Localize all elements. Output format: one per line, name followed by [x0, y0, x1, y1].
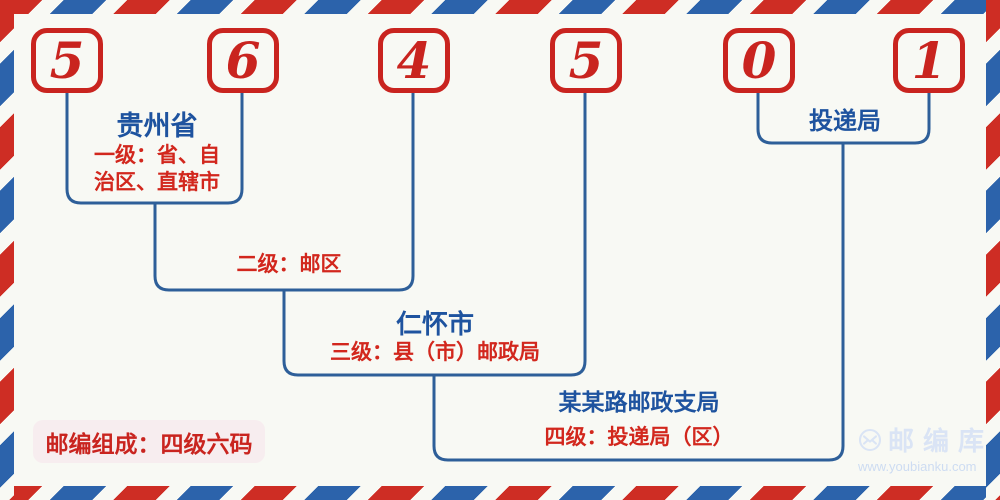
level1-description-line1: 一级：省、自: [94, 144, 220, 167]
bracket-level4: [432, 143, 845, 462]
digit-box-3: 4: [378, 28, 450, 93]
envelope-circle-icon: [858, 428, 882, 451]
digit-2: 6: [225, 30, 261, 90]
level1-description-line2: 治区、直辖市: [94, 171, 220, 194]
airmail-border-left: [0, 0, 14, 500]
site-logo-text: 邮编库: [887, 427, 993, 457]
digit-5: 0: [741, 30, 777, 90]
level4-branch-name: 某某路邮政支局: [558, 389, 720, 416]
level2-description: 二级：邮区: [236, 253, 342, 276]
site-logo[interactable]: 邮编库 www.youbianku.com: [858, 421, 993, 474]
digit-box-1: 5: [31, 28, 103, 93]
digit-6: 1: [911, 30, 947, 90]
digit-1: 5: [49, 30, 85, 90]
level3-city-name: 仁怀市: [395, 310, 474, 340]
airmail-border-right: [986, 0, 1000, 500]
level3-description: 三级：县（市）邮政局: [330, 341, 540, 364]
site-url[interactable]: www.youbianku.com: [858, 459, 977, 474]
bracket-delivery: [756, 93, 931, 145]
composition-badge-text: 邮编组成：四级六码: [45, 430, 253, 458]
level1-region-name: 贵州省: [116, 111, 198, 142]
digit-4: 5: [568, 30, 604, 90]
level4-label: 某某路邮政支局 四级：投递局（区）: [545, 390, 734, 451]
digit-box-2: 6: [207, 28, 279, 93]
digit-box-6: 1: [893, 28, 965, 93]
level3-label: 仁怀市 三级：县（市）邮政局: [330, 310, 540, 366]
airmail-border-bottom: [0, 486, 1000, 500]
digit-box-5: 0: [723, 28, 795, 93]
composition-badge: 邮编组成：四级六码: [33, 420, 265, 463]
airmail-border-top: [0, 0, 1000, 14]
digit-3: 4: [396, 30, 432, 90]
delivery-office-label: 投递局: [809, 108, 881, 134]
level2-label: 二级：邮区: [237, 253, 342, 277]
level1-label: 贵州省 一级：省、自 治区、直辖市: [94, 112, 220, 196]
digit-box-4: 5: [550, 28, 622, 93]
delivery-office-name: 投递局: [809, 106, 881, 135]
level4-description: 四级：投递局（区）: [544, 426, 734, 449]
